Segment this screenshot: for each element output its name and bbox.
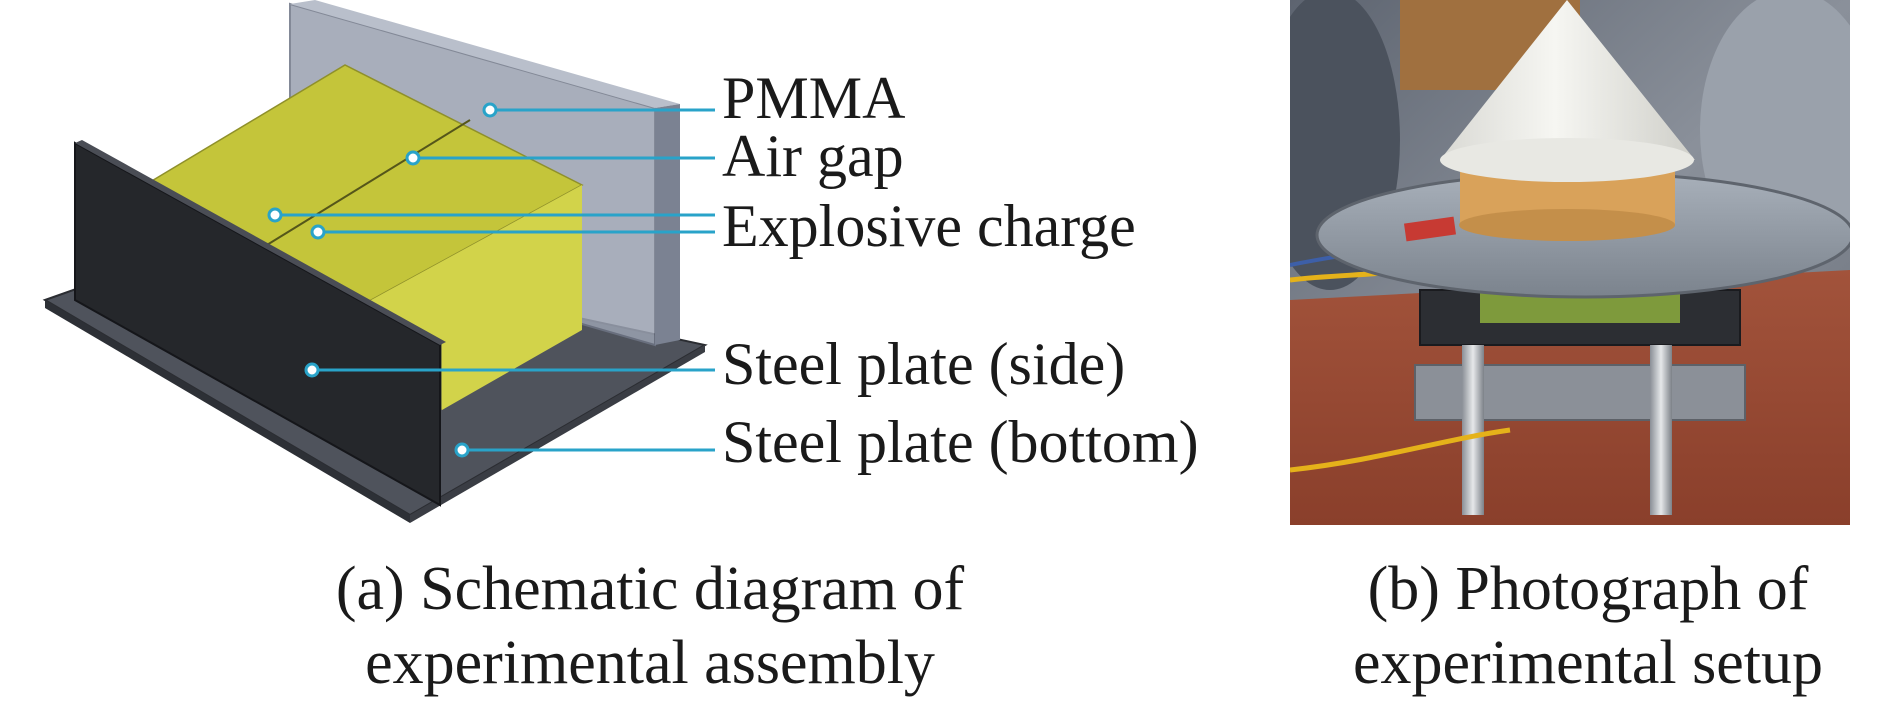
caption-a-line1: (a) Schematic diagram of	[335, 555, 965, 623]
label-explosive-charge: Explosive charge	[722, 193, 1136, 259]
photo-tape	[1403, 216, 1457, 242]
photo-cork-bottom	[1459, 209, 1675, 241]
photo-rod-1	[1462, 345, 1484, 515]
pmma-wall-top	[290, 0, 680, 108]
leader-dot-explosive-2	[310, 224, 326, 240]
caption-a-line2: experimental assembly	[365, 629, 935, 697]
leader-dot-explosive-1	[267, 207, 283, 223]
air-gap-line	[261, 119, 471, 249]
explosive-front	[362, 185, 582, 410]
caption-panel-b: (b) Photograph of experimental setup	[1288, 552, 1888, 700]
label-steel-plate-side: Steel plate (side)	[722, 331, 1125, 397]
leader-dot-steel-bottom	[454, 442, 470, 458]
photo-rod-2	[1650, 345, 1672, 515]
leader-dot-pmma	[482, 102, 498, 118]
steel-plate-bottom-edge-right	[410, 345, 705, 523]
photo-cone	[1440, 0, 1695, 160]
photo-cable-yellow	[1290, 427, 1511, 473]
label-air-gap: Air gap	[722, 123, 904, 189]
experimental-photograph	[1290, 0, 1850, 525]
leader-lines	[275, 108, 715, 452]
caption-panel-a: (a) Schematic diagram of experimental as…	[190, 552, 1110, 700]
pmma-wall-side	[655, 104, 680, 345]
caption-b-line1: (b) Photograph of	[1367, 555, 1809, 623]
caption-b-line2: experimental setup	[1353, 629, 1823, 697]
photo-cone-base	[1440, 138, 1694, 182]
label-pmma: PMMA	[722, 65, 905, 131]
schematic-diagram: PMMA Air gap Explosive charge Steel plat…	[42, 0, 1199, 523]
steel-plate-side-top-edge	[75, 140, 446, 345]
leader-dots	[267, 102, 498, 458]
label-steel-plate-bottom: Steel plate (bottom)	[722, 409, 1199, 475]
steel-plate-bottom-edge	[45, 300, 410, 523]
leader-dot-air-gap	[405, 150, 421, 166]
leader-dot-steel-side	[304, 362, 320, 378]
